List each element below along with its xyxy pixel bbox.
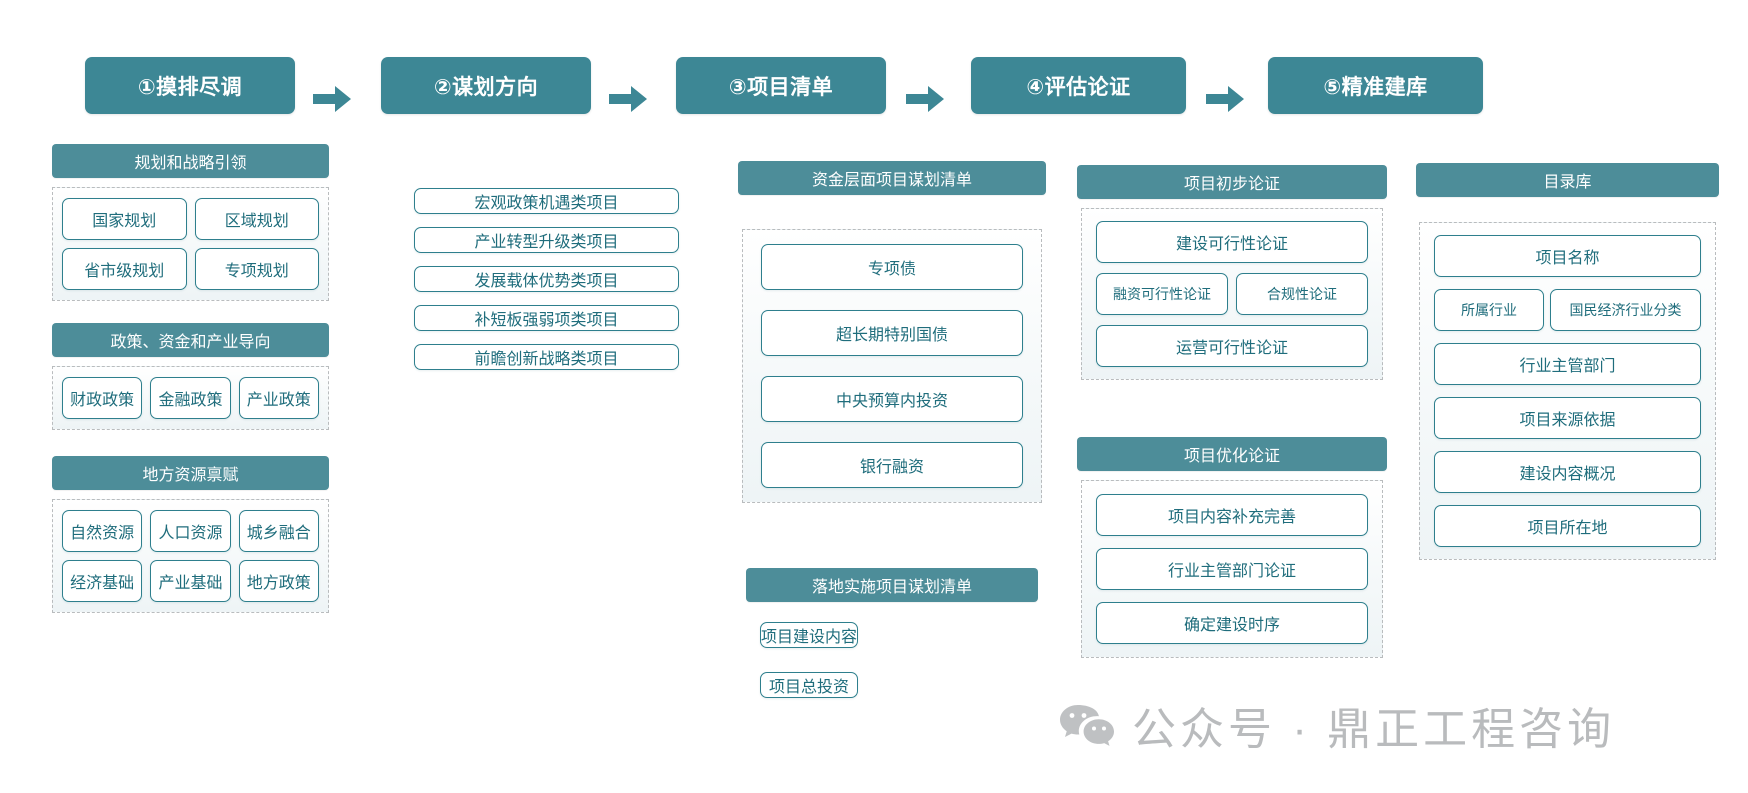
group-title-label: 地方资源禀赋 [142,467,239,484]
group-body-resources: 自然资源 人口资源 城乡融合 经济基础 产业基础 地方政策 [52,499,329,613]
pill-box[interactable]: 产业政策 [238,377,319,419]
pill-box[interactable]: 省市级规划 [62,248,187,290]
pill-box[interactable]: 中央预算内投资 [761,376,1023,422]
group-title-label: 政策、资金和产业导向 [110,334,271,351]
pill-box[interactable]: 行业主管部门论证 [1096,548,1368,590]
pill-box[interactable]: 发展载体优势类项目 [414,266,679,292]
pill-box[interactable]: 专项债 [761,244,1023,290]
pill-box[interactable]: 建设可行性论证 [1096,221,1368,263]
group-body-catalog: 项目名称 所属行业 国民经济行业分类 行业主管部门 项目来源依据 建设内容概况 … [1419,222,1716,560]
stage-header-3[interactable]: ③项目清单 [676,57,886,114]
pill-box[interactable]: 确定建设时序 [1096,602,1368,644]
pill-box[interactable]: 宏观政策机遇类项目 [414,188,679,214]
pill-box[interactable]: 人口资源 [150,510,231,552]
pill-box[interactable]: 地方政策 [238,560,319,602]
pill-box[interactable]: 项目总投资 [760,672,859,698]
pill-box[interactable]: 合规性论证 [1236,273,1368,315]
watermark-text: 公众号 · 鼎正工程咨询 [1132,705,1616,754]
wechat-icon [1058,702,1116,748]
pill-box[interactable]: 专项规划 [194,248,319,290]
pill-box[interactable]: 自然资源 [62,510,143,552]
stage-header-label: ⑤精准建库 [1323,75,1428,99]
group-body-directions: 宏观政策机遇类项目 产业转型升级类项目 发展载体优势类项目 补短板强弱项类项目 … [414,188,679,370]
pill-box[interactable]: 区域规划 [194,198,319,240]
pill-box[interactable]: 产业基础 [150,560,231,602]
pill-box[interactable]: 财政政策 [62,377,143,419]
pill-box[interactable]: 行业主管部门 [1434,343,1701,385]
stage-header-label: ②谋划方向 [433,75,539,99]
arrow-icon-4 [1206,86,1244,112]
stage-header-5[interactable]: ⑤精准建库 [1268,57,1483,114]
arrow-icon-2 [609,86,647,112]
pill-box[interactable]: 银行融资 [761,442,1023,488]
pill-box[interactable]: 超长期特别国债 [761,310,1023,356]
group-title-label: 目录库 [1543,174,1592,191]
group-title-implementation-list: 落地实施项目谋划清单 [746,568,1038,602]
pill-box[interactable]: 项目内容补充完善 [1096,494,1368,536]
stage-header-label: ④评估论证 [1026,75,1131,99]
pill-box[interactable]: 项目名称 [1434,235,1701,277]
pill-box[interactable]: 项目所在地 [1434,505,1701,547]
group-body-funding-list: 专项债 超长期特别国债 中央预算内投资 银行融资 [742,229,1042,503]
group-body-planning: 国家规划 区域规划 省市级规划 专项规划 [52,187,329,301]
group-title-label: 资金层面项目谋划清单 [811,172,972,189]
group-body-policy: 财政政策 金融政策 产业政策 [52,366,329,430]
stage-header-2[interactable]: ②谋划方向 [381,57,591,114]
pill-box[interactable]: 经济基础 [62,560,143,602]
group-title-label: 项目初步论证 [1183,176,1280,193]
pill-box[interactable]: 补短板强弱项类项目 [414,305,679,331]
stage-header-1[interactable]: ①摸排尽调 [85,57,295,114]
group-title-catalog: 目录库 [1416,163,1719,197]
pill-box[interactable]: 国家规划 [62,198,187,240]
group-title-preliminary-review: 项目初步论证 [1077,165,1387,199]
pill-box[interactable]: 项目来源依据 [1434,397,1701,439]
pill-box[interactable]: 运营可行性论证 [1096,325,1368,367]
group-title-funding-list: 资金层面项目谋划清单 [738,161,1046,195]
pill-box[interactable]: 建设内容概况 [1434,451,1701,493]
group-title-resources: 地方资源禀赋 [52,456,329,490]
pill-box[interactable]: 所属行业 [1434,289,1544,331]
stage-header-label: ①摸排尽调 [137,75,243,99]
pill-box[interactable]: 国民经济行业分类 [1550,289,1701,331]
arrow-icon-1 [313,86,351,112]
group-body-optimization-review: 项目内容补充完善 行业主管部门论证 确定建设时序 [1081,480,1383,658]
group-body-implementation-list: 项目建设内容 项目总投资 [760,622,1024,698]
stage-header-label: ③项目清单 [728,75,834,99]
pill-box[interactable]: 金融政策 [150,377,231,419]
pill-box[interactable]: 前瞻创新战略类项目 [414,344,679,370]
group-title-label: 规划和战略引领 [134,155,247,172]
group-title-label: 项目优化论证 [1183,448,1280,465]
arrow-icon-3 [906,86,944,112]
pill-box[interactable]: 城乡融合 [238,510,319,552]
group-title-label: 落地实施项目谋划清单 [811,579,972,596]
pill-box[interactable]: 产业转型升级类项目 [414,227,679,253]
stage-header-4[interactable]: ④评估论证 [971,57,1186,114]
group-body-preliminary-review: 建设可行性论证 融资可行性论证 合规性论证 运营可行性论证 [1081,208,1383,380]
group-title-planning: 规划和战略引领 [52,144,329,178]
group-title-policy: 政策、资金和产业导向 [52,323,329,357]
group-title-optimization-review: 项目优化论证 [1077,437,1387,471]
pill-box[interactable]: 项目建设内容 [760,622,859,648]
watermark: 公众号 · 鼎正工程咨询 [1058,693,1615,757]
pill-box[interactable]: 融资可行性论证 [1096,273,1228,315]
